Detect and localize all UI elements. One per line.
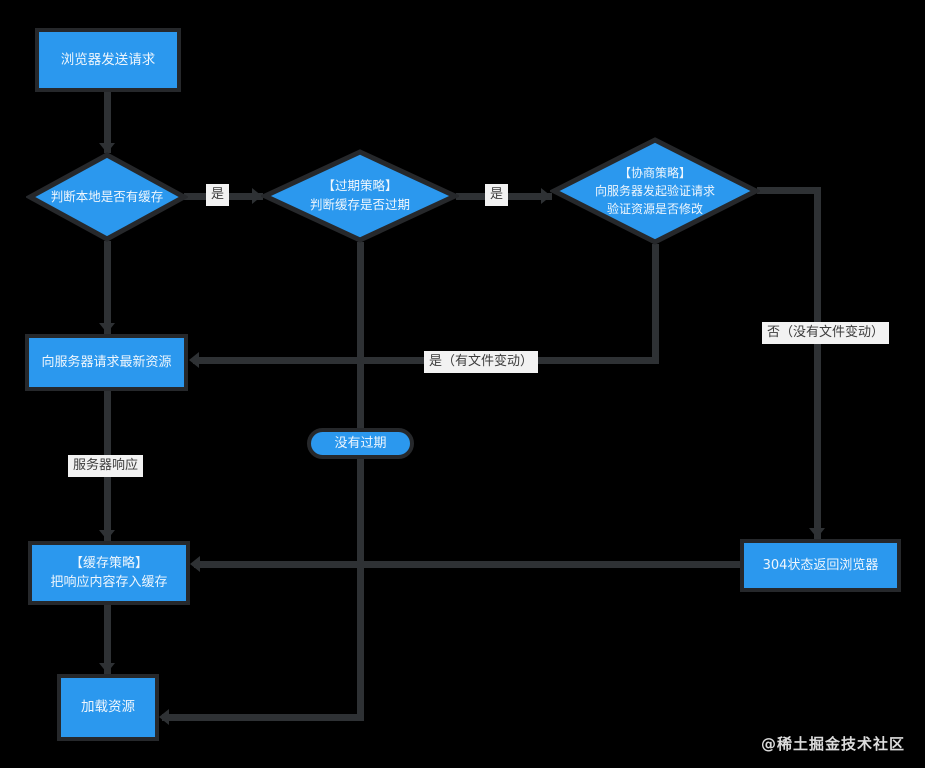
diamond-shape bbox=[261, 149, 459, 243]
node-load-resource: 加载资源 bbox=[57, 674, 159, 741]
connector-checklocal-to-request bbox=[104, 241, 111, 334]
arrowhead-left-request bbox=[189, 352, 199, 368]
node-label: 【协商策略】 向服务器发起验证请求 验证资源是否修改 bbox=[550, 136, 760, 246]
node-label-line: 验证资源是否修改 bbox=[606, 202, 703, 216]
node-304-return-browser: 304状态返回浏览器 bbox=[740, 539, 901, 592]
edge-label-no-file-change: 否（没有文件变动） bbox=[762, 322, 890, 345]
node-label: 判断本地是否有缓存 bbox=[50, 188, 164, 204]
arrowhead-right-negotiate bbox=[541, 188, 551, 204]
node-negotiate-policy: 【协商策略】 向服务器发起验证请求 验证资源是否修改 bbox=[550, 136, 760, 246]
arrowhead-down-checklocal bbox=[99, 143, 115, 153]
arrowhead-down-request bbox=[99, 323, 115, 333]
node-request-latest-resource: 向服务器请求最新资源 bbox=[25, 334, 188, 391]
arrowhead-down-304 bbox=[809, 528, 825, 538]
connector-right-to-304 bbox=[814, 187, 821, 539]
node-browser-send-request: 浏览器发送请求 bbox=[35, 28, 181, 92]
node-label-line: 【协商策略】 bbox=[618, 166, 691, 180]
connector-negotiate-right bbox=[757, 187, 821, 194]
node-label: 向服务器请求最新资源 bbox=[41, 354, 172, 370]
arrowhead-left-cache bbox=[190, 556, 200, 572]
arrowhead-left-load bbox=[159, 709, 169, 725]
node-label-line: 向服务器发起验证请求 bbox=[594, 184, 715, 198]
diamond-shape bbox=[26, 152, 188, 242]
node-label-line: 把响应内容存入缓存 bbox=[50, 575, 168, 590]
node-label-line: 【缓存策略】 bbox=[69, 555, 148, 571]
node-label: 【过期策略】 判断缓存是否过期 bbox=[261, 148, 459, 244]
node-label: 304状态返回浏览器 bbox=[762, 557, 879, 573]
edge-label-yes-expired: 是 bbox=[485, 184, 509, 207]
diamond-shape bbox=[550, 137, 760, 245]
connector-cache-to-load bbox=[104, 604, 111, 674]
connector-304-to-cache bbox=[194, 561, 740, 568]
node-label: 浏览器发送请求 bbox=[60, 51, 156, 68]
watermark-juejin: @稀土掘金技术社区 bbox=[760, 735, 905, 753]
arrowhead-down-load bbox=[99, 663, 115, 673]
connector-negotiate-down bbox=[652, 244, 659, 364]
connector-notexpired-down bbox=[357, 458, 364, 721]
node-label-line: 【过期策略】 bbox=[322, 178, 398, 194]
connector-expire-to-notexpired bbox=[357, 242, 364, 429]
connector-notexpired-to-load bbox=[162, 714, 362, 721]
node-check-local-cache: 判断本地是否有缓存 bbox=[26, 151, 188, 243]
arrowhead-right-expire bbox=[252, 188, 262, 204]
node-label: 没有过期 bbox=[334, 435, 387, 451]
node-cache-policy-store: 【缓存策略】 把响应内容存入缓存 bbox=[28, 541, 190, 605]
edge-label-yes-file-change: 是（有文件变动） bbox=[424, 351, 539, 374]
node-label-line: 判断缓存是否过期 bbox=[309, 197, 410, 212]
node-not-expired: 没有过期 bbox=[307, 428, 414, 459]
connector-send-to-checklocal bbox=[104, 91, 111, 153]
node-expire-policy: 【过期策略】 判断缓存是否过期 bbox=[261, 148, 459, 244]
node-label: 加载资源 bbox=[81, 699, 135, 716]
edge-label-yes-local-cache: 是 bbox=[206, 184, 230, 207]
arrowhead-down-cache bbox=[99, 530, 115, 540]
edge-label-server-response: 服务器响应 bbox=[68, 455, 144, 478]
